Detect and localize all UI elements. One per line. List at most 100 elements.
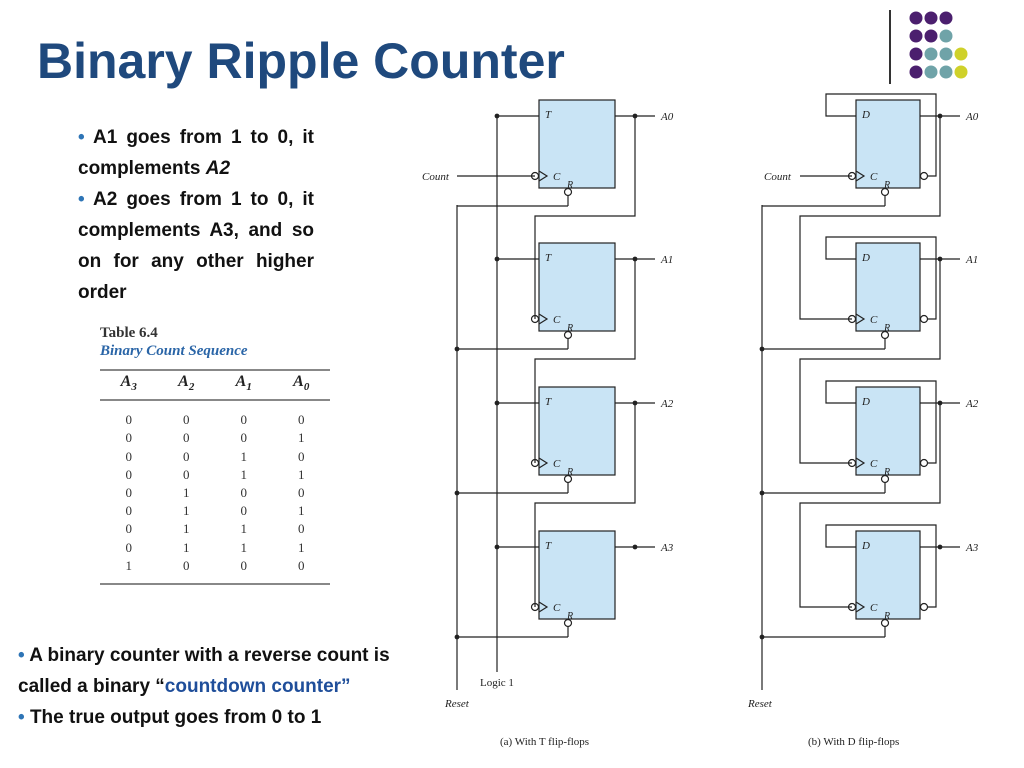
table-cell: 1: [240, 539, 248, 555]
ff-input-label: D: [861, 252, 870, 264]
junction-dot: [454, 634, 460, 640]
wire: [538, 457, 549, 469]
wire: [534, 403, 636, 607]
output-label: A1: [660, 254, 673, 266]
ff-clock-label: C: [870, 458, 878, 470]
top-bullets: • A1 goes from 1 to 0, it complements A2…: [78, 122, 314, 308]
ff-clock-label: C: [553, 602, 561, 614]
junction-dot: [494, 113, 500, 119]
caption-b: (b) With D flip-flops: [808, 736, 899, 748]
wire: [538, 601, 549, 613]
wire: [534, 116, 636, 319]
ff-clock-label: C: [553, 458, 561, 470]
table-subtitle: Binary Count Sequence: [100, 343, 248, 359]
inversion-bubble: [919, 458, 929, 468]
decor-dot: [939, 47, 953, 61]
ff-input-label: T: [545, 109, 552, 121]
junction-dot: [494, 400, 500, 406]
table-cell: 1: [100, 556, 158, 586]
reset-label-b: Reset: [747, 698, 773, 710]
ff-reset-label: R: [566, 180, 573, 191]
table-cell: 1: [183, 503, 190, 519]
table-cell: 0: [125, 466, 133, 482]
reset-label: Reset: [444, 698, 470, 710]
flip-flop-2: [538, 386, 616, 476]
table-cell: 1: [240, 521, 248, 537]
table-cell: 1: [298, 430, 305, 446]
bullet-countdown: • A binary counter with a reverse count …: [18, 645, 390, 697]
ff-reset-label: R: [566, 323, 573, 334]
decor-dot: [954, 65, 968, 79]
ff-reset-label: R: [566, 467, 573, 478]
junction-dot: [759, 490, 765, 496]
output-label: A2: [965, 398, 979, 410]
decor-dot: [939, 65, 953, 79]
ff-reset-label: R: [883, 611, 890, 622]
table-cell: 1: [240, 448, 248, 464]
table-cell: 0: [157, 556, 215, 586]
table-cell: 0: [183, 466, 190, 482]
table-row: 0 1 1 0: [100, 520, 330, 538]
table-cell: 0: [298, 485, 305, 500]
ff-reset-label: R: [883, 467, 890, 478]
decorative-dots: [909, 11, 968, 79]
decor-dot: [909, 29, 923, 43]
junction-dot: [494, 256, 500, 262]
ff-clock-label: C: [553, 171, 561, 183]
column-header: A3: [100, 368, 158, 402]
decor-dot: [939, 11, 953, 25]
ff-input-label: D: [861, 396, 870, 408]
junction-dot: [494, 544, 500, 550]
output-label: A3: [660, 542, 674, 554]
output-label: A0: [965, 111, 979, 123]
inversion-bubble: [880, 330, 890, 340]
output-label: A1: [965, 254, 978, 266]
table-cell: 0: [240, 412, 248, 428]
table-cell: 0: [125, 485, 133, 500]
ff-clock-label: C: [870, 602, 878, 614]
table-cell: 1: [183, 485, 190, 500]
ff-clock-label: C: [553, 314, 561, 326]
column-header: A0: [272, 368, 330, 402]
ff-reset-label: R: [566, 611, 573, 622]
junction-dot: [937, 544, 943, 550]
inversion-bubble: [563, 618, 573, 628]
flip-flop-3: [855, 530, 921, 620]
inversion-bubble: [919, 602, 929, 612]
table-cell: 0: [215, 556, 273, 586]
column-header: A2: [157, 368, 215, 402]
wire: [799, 116, 941, 320]
inversion-bubble: [880, 618, 890, 628]
table-cell: 1: [183, 521, 190, 537]
flip-flop-2: [855, 386, 921, 476]
table-cell: 0: [183, 412, 190, 428]
table-cell: 1: [240, 466, 248, 482]
table-cell: 1: [183, 539, 190, 555]
output-label: A3: [965, 542, 979, 554]
inversion-bubble: [919, 314, 929, 324]
table-cell: 0: [183, 448, 190, 464]
ff-input-label: D: [861, 540, 870, 552]
wire: [825, 93, 937, 177]
ff-reset-label: R: [883, 180, 890, 191]
column-header: A1: [215, 368, 273, 402]
ff-input-label: T: [545, 252, 552, 264]
wire: [855, 457, 866, 469]
wire: [855, 170, 866, 182]
count-label: Count: [422, 171, 450, 183]
decor-dot: [909, 47, 923, 61]
caption-a: (a) With T flip-flops: [500, 736, 589, 748]
wire: [538, 170, 549, 182]
title-divider: [889, 10, 891, 84]
table-cell: 0: [125, 521, 133, 537]
table-cell: 0: [240, 503, 248, 519]
table-cell: 0: [298, 521, 305, 537]
junction-dot: [759, 346, 765, 352]
bottom-bullets: • A binary counter with a reverse count …: [18, 640, 448, 733]
